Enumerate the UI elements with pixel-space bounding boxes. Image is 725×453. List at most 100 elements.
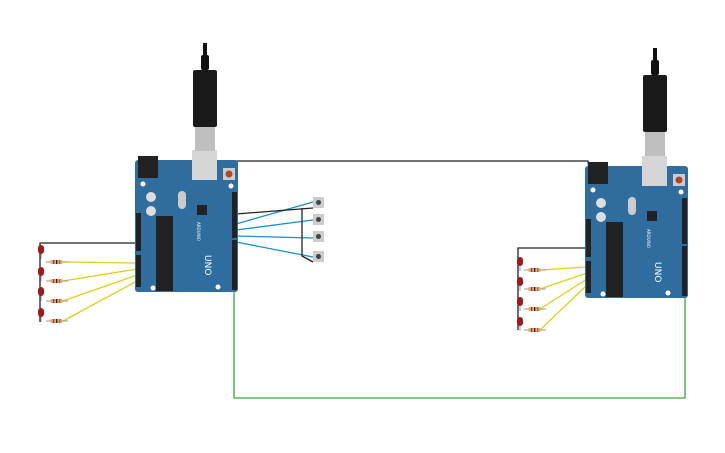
resistor-band (537, 328, 539, 332)
atmega-chip (606, 222, 623, 297)
resistor[interactable] (524, 307, 546, 311)
power-jack (138, 156, 158, 178)
left-led-wire[interactable] (62, 280, 138, 322)
resistor-band (531, 328, 533, 332)
button-signal-wire[interactable] (235, 219, 314, 231)
wires (39, 160, 686, 399)
resistor-band (53, 319, 55, 323)
capacitor (146, 206, 156, 216)
usb-plug (195, 127, 215, 151)
pushbutton[interactable] (313, 251, 324, 262)
resistor-band (531, 307, 533, 311)
usb-plug (645, 132, 665, 156)
crystal (178, 191, 186, 209)
power-header (586, 219, 591, 257)
led[interactable] (38, 245, 44, 259)
led[interactable] (517, 257, 523, 271)
power-jack (588, 162, 608, 184)
reset-button-cap (225, 170, 233, 178)
atmega-chip (156, 216, 173, 291)
crystal (628, 197, 636, 215)
usb-connector-body (193, 70, 217, 127)
usb-port (642, 156, 667, 186)
button-signal-wire[interactable] (235, 235, 314, 239)
resistor-band (59, 299, 61, 303)
mounting-hole (150, 285, 156, 291)
button-signal-wire[interactable] (235, 241, 314, 258)
analog-header (136, 255, 141, 287)
led[interactable] (38, 287, 44, 301)
left-led-wire[interactable] (62, 268, 138, 282)
resistor[interactable] (524, 268, 546, 272)
left-usb-cable[interactable] (193, 43, 217, 151)
led[interactable] (517, 297, 523, 311)
board-pcb (135, 160, 238, 292)
button-cap (316, 234, 321, 239)
resistor[interactable] (524, 328, 546, 332)
left-led-wire[interactable] (62, 274, 138, 302)
button-signal-wire[interactable] (235, 201, 314, 225)
button-gnd-wire[interactable] (235, 207, 314, 263)
resistor-band (534, 287, 536, 291)
reset-button-cap (675, 176, 683, 184)
right-board-model-label: UNO (652, 262, 662, 282)
pushbutton[interactable] (313, 214, 324, 225)
right-board-brand-label: ARDUINO (646, 229, 651, 248)
power-header (136, 213, 141, 251)
digital-header-bottom (232, 240, 237, 290)
right-led-wire[interactable] (539, 278, 588, 310)
mounting-hole (140, 181, 146, 187)
left-led-wire[interactable] (62, 261, 138, 264)
digital-header-bottom (682, 246, 687, 296)
resistor-band (53, 260, 55, 264)
left-arduino-board[interactable] (135, 150, 238, 292)
resistor[interactable] (46, 299, 68, 303)
usb-connector-body (643, 75, 667, 132)
mounting-hole (665, 290, 671, 296)
mounting-hole (228, 183, 234, 189)
analog-header (586, 261, 591, 293)
resistor-band (534, 268, 536, 272)
led-body (38, 267, 44, 276)
resistor-band (534, 307, 536, 311)
capacitor (596, 212, 606, 222)
led-body (517, 277, 523, 286)
resistor[interactable] (46, 319, 68, 323)
led-body (38, 245, 44, 254)
usb-cable-wire (203, 43, 207, 57)
capacitor (146, 192, 156, 202)
resistor[interactable] (46, 279, 68, 283)
resistor-band (534, 328, 536, 332)
left-board-brand-label: ARDUINO (196, 222, 201, 241)
resistor-band (59, 279, 61, 283)
pushbutton[interactable] (313, 231, 324, 242)
board-link-wire-green[interactable] (233, 292, 686, 399)
right-arduino-board[interactable] (585, 156, 688, 298)
right-led-wire[interactable] (539, 266, 588, 271)
left-board-model-label: UNO (202, 255, 212, 275)
resistor-band (56, 299, 58, 303)
led[interactable] (38, 267, 44, 281)
led[interactable] (517, 277, 523, 291)
resistor-band (56, 319, 58, 323)
resistor-band (53, 279, 55, 283)
resistor[interactable] (524, 287, 546, 291)
mounting-hole (215, 284, 221, 290)
mounting-hole (600, 291, 606, 297)
resistor-band (56, 260, 58, 264)
led[interactable] (517, 317, 523, 331)
right-led-wire[interactable] (539, 284, 588, 331)
resistor-band (53, 299, 55, 303)
resistor[interactable] (46, 260, 68, 264)
usb-strain-relief (651, 60, 659, 75)
led[interactable] (38, 308, 44, 322)
right-led-wire[interactable] (539, 272, 588, 290)
usb-chip (647, 211, 657, 221)
board-pcb (585, 166, 688, 298)
pushbutton[interactable] (313, 197, 324, 208)
digital-header-top (232, 192, 237, 238)
led-body (517, 297, 523, 306)
right-usb-cable[interactable] (643, 48, 667, 156)
resistor-band (59, 319, 61, 323)
